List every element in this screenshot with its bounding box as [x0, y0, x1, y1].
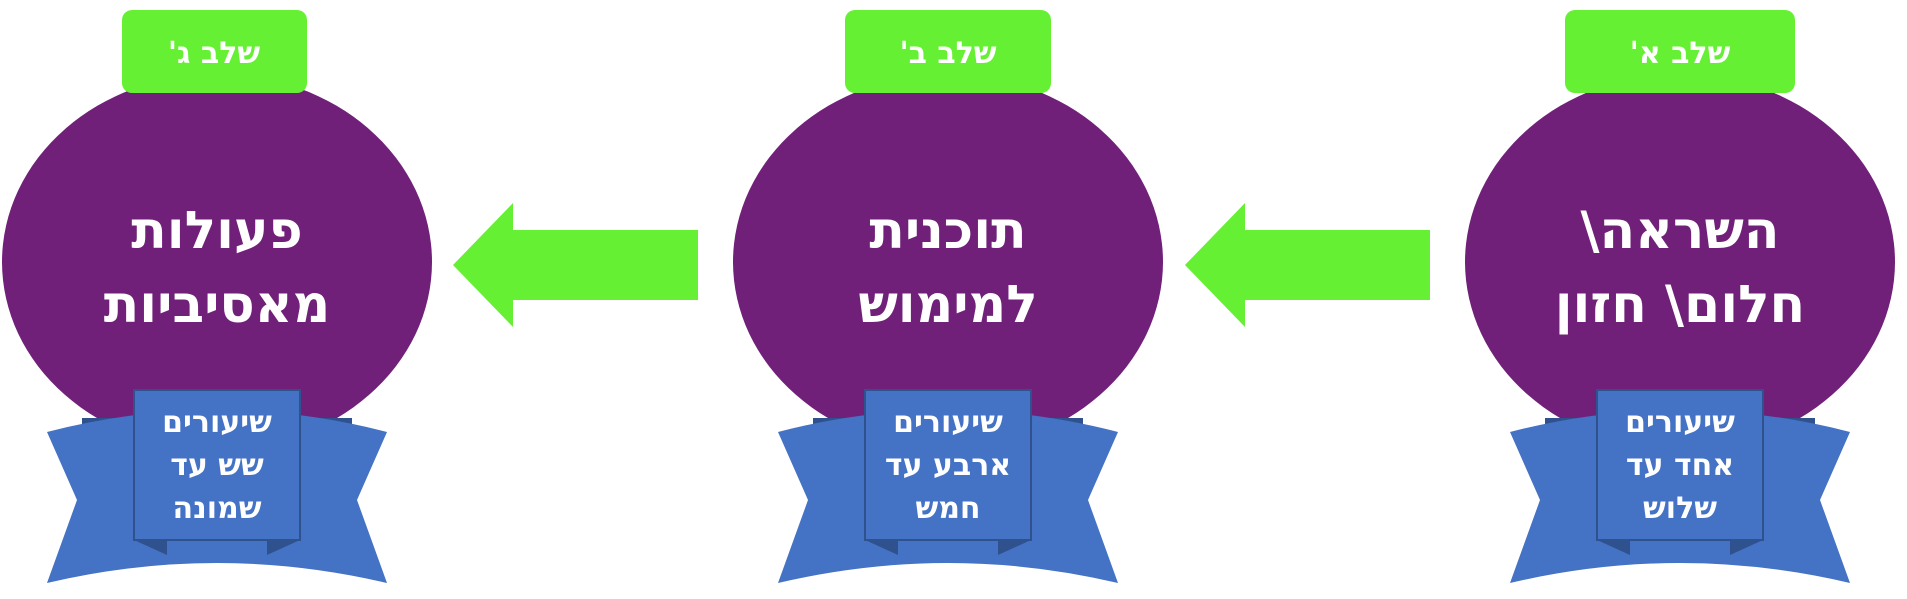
- stage-tag-label: שלב ג': [168, 36, 260, 71]
- ribbon-badge: [47, 389, 387, 583]
- stage-title-line-2: חלום\ חזון: [1555, 275, 1806, 335]
- ribbon-line-2: שש עד: [170, 448, 264, 483]
- arrow-stage-2-to-3: [453, 203, 698, 327]
- stage-title-line-2: למימוש: [858, 275, 1037, 335]
- stage-title-line-1: פעולות: [131, 201, 303, 261]
- stage-title-line-1: השראה\: [1580, 201, 1779, 261]
- ribbon-line-2: ארבע עד: [885, 448, 1011, 483]
- ribbon-badge: [1510, 389, 1850, 583]
- ribbon-line-3: חמש: [915, 491, 980, 526]
- stage-tag: [1565, 10, 1795, 93]
- stage-tag-label: שלב א': [1630, 36, 1731, 71]
- ribbon-line-1: שיעורים: [162, 405, 272, 440]
- stage-2: שלב ב' תוכנית למימוש שיעורים ארבע עד חמש: [733, 10, 1163, 583]
- ribbon-line-2: אחד עד: [1626, 448, 1734, 483]
- stage-title-line-1: תוכנית: [869, 201, 1026, 261]
- ribbon-badge: [778, 389, 1118, 583]
- stage-tag: [845, 10, 1051, 93]
- stage-title-line-2: מאסיביות: [104, 275, 331, 335]
- ribbon-line-3: שמונה: [173, 491, 262, 526]
- stage-circle: [733, 74, 1163, 450]
- stage-1: שלב א' השראה\ חלום\ חזון שיעורים אחד עד …: [1465, 10, 1895, 583]
- ribbon-line-3: שלוש: [1643, 491, 1717, 526]
- ribbon-line-1: שיעורים: [893, 405, 1003, 440]
- stage-tag: [122, 10, 307, 93]
- arrow-stage-1-to-2: [1185, 203, 1430, 327]
- ribbon-line-1: שיעורים: [1625, 405, 1735, 440]
- stage-tag-label: שלב ב': [899, 36, 996, 71]
- stage-3: שלב ג' פעולות מאסיביות שיעורים שש עד שמו…: [2, 10, 432, 583]
- stage-circle: [1465, 74, 1895, 450]
- stage-circle: [2, 74, 432, 450]
